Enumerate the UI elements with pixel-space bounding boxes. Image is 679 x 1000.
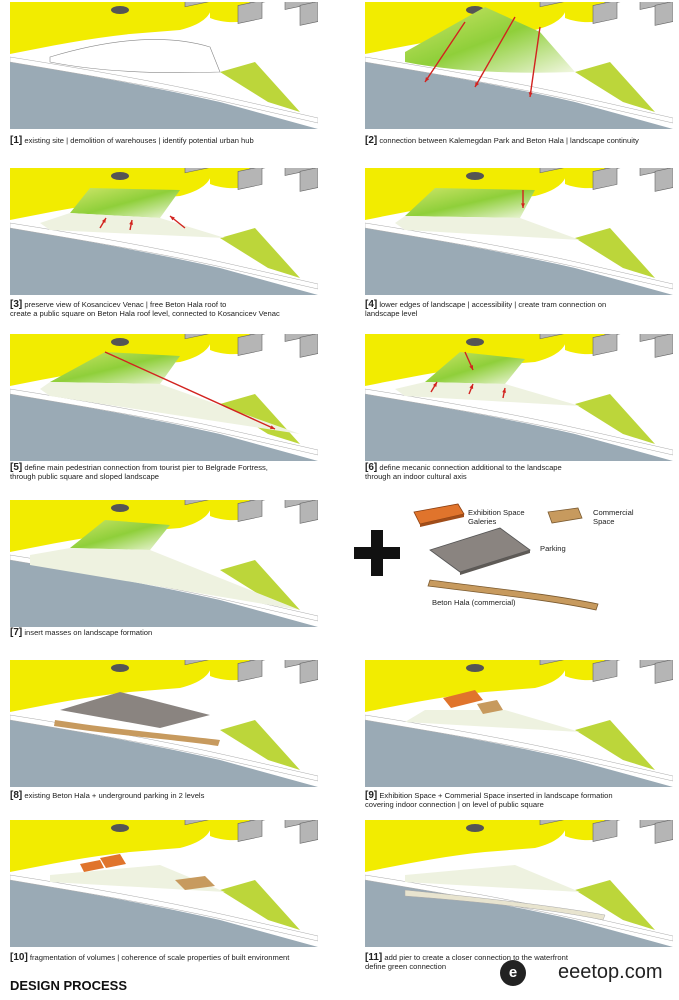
river	[10, 394, 318, 461]
river	[10, 720, 318, 787]
connection-arrow	[424, 21, 466, 83]
green-strip	[575, 62, 655, 112]
panel-5	[10, 334, 318, 461]
kalemegdan-park	[365, 660, 567, 712]
exhibition-mass	[100, 854, 126, 868]
connection-arrow	[104, 351, 276, 430]
beton-hala-mass	[54, 720, 220, 746]
caption-1: [1] existing site | demolition of wareho…	[10, 135, 254, 146]
caption-10: [10] fragmentation of volumes | coherenc…	[10, 952, 290, 963]
connection-arrow	[529, 26, 541, 98]
parking-mass	[429, 527, 531, 573]
panel-7	[10, 500, 318, 627]
river	[10, 228, 318, 295]
caption-8: [8] existing Beton Hala + underground pa…	[10, 790, 205, 801]
green-strip	[575, 228, 655, 278]
green-strip	[575, 880, 655, 930]
river	[365, 62, 673, 129]
kalemegdan-park	[10, 2, 212, 54]
city-blocks	[184, 660, 318, 684]
green-strip	[220, 62, 300, 112]
city-blocks	[539, 168, 673, 192]
green-strip	[220, 880, 300, 930]
caption-11: [11] add pier to create a closer connect…	[365, 952, 568, 972]
landscape	[70, 520, 170, 550]
city-blocks	[539, 660, 673, 684]
caption-4: [4] lower edges of landscape | accessibi…	[365, 299, 607, 319]
watermark-text: eeetop.com	[558, 961, 663, 983]
panel-8	[10, 660, 318, 787]
green-strip	[220, 228, 300, 278]
landscape	[405, 7, 575, 73]
parking-mass	[60, 692, 210, 728]
caption-5: [5] define main pedestrian connection fr…	[10, 462, 268, 482]
panel-1	[10, 2, 318, 129]
city-blocks	[184, 820, 318, 844]
river	[365, 228, 673, 295]
city-blocks	[184, 500, 318, 524]
exhibition-mass	[443, 690, 483, 708]
green-strip	[220, 394, 300, 444]
legend-beton-hala: Beton Hala (commercial)	[432, 598, 516, 607]
panel-9	[365, 660, 673, 787]
green-strip	[220, 560, 300, 610]
masses-legend	[413, 503, 599, 611]
panel-3	[10, 168, 318, 295]
city-blocks	[539, 820, 673, 844]
watermark: e eeetop.com	[500, 958, 678, 990]
legend-parking: Parking	[540, 544, 566, 553]
demolition-area	[49, 39, 221, 73]
green-strip	[575, 394, 655, 444]
landscape	[50, 352, 180, 384]
landscape	[70, 188, 180, 218]
kalemegdan-park	[10, 660, 212, 712]
caption-3: [3] preserve view of Kosancicev Venac | …	[10, 299, 280, 319]
plus-icon	[354, 530, 400, 576]
panel-4	[365, 168, 673, 295]
city-blocks	[184, 334, 318, 358]
caption-6: [6] define mecanic connection additional…	[365, 462, 562, 482]
city-blocks	[539, 334, 673, 358]
landscape	[425, 352, 525, 384]
river	[10, 880, 318, 947]
green-strip	[575, 720, 655, 770]
page-title: DESIGN PROCESS	[10, 978, 128, 993]
pier	[404, 889, 606, 921]
commercial-mass	[175, 876, 215, 890]
green-strip	[220, 720, 300, 770]
kalemegdan-park	[365, 820, 567, 872]
panel-11	[365, 820, 673, 947]
city-blocks	[184, 2, 318, 26]
river	[10, 62, 318, 129]
river	[365, 394, 673, 461]
beton-hala-mass	[427, 579, 599, 611]
commercial-mass	[547, 507, 583, 524]
city-blocks	[184, 168, 318, 192]
caption-9: [9] Exhibition Space + Commerial Space i…	[365, 790, 613, 810]
panel-10	[10, 820, 318, 947]
panel-2	[365, 2, 673, 129]
panel-6	[365, 334, 673, 461]
caption-2: [2] connection between Kalemegdan Park a…	[365, 135, 639, 146]
river	[365, 720, 673, 787]
city-blocks	[539, 2, 673, 26]
landscape	[405, 188, 535, 218]
kalemegdan-park	[10, 820, 212, 872]
caption-7: [7] insert masses on landscape formation	[10, 627, 153, 638]
river	[10, 560, 318, 627]
connection-arrow	[474, 16, 516, 88]
commercial-mass	[477, 700, 503, 714]
